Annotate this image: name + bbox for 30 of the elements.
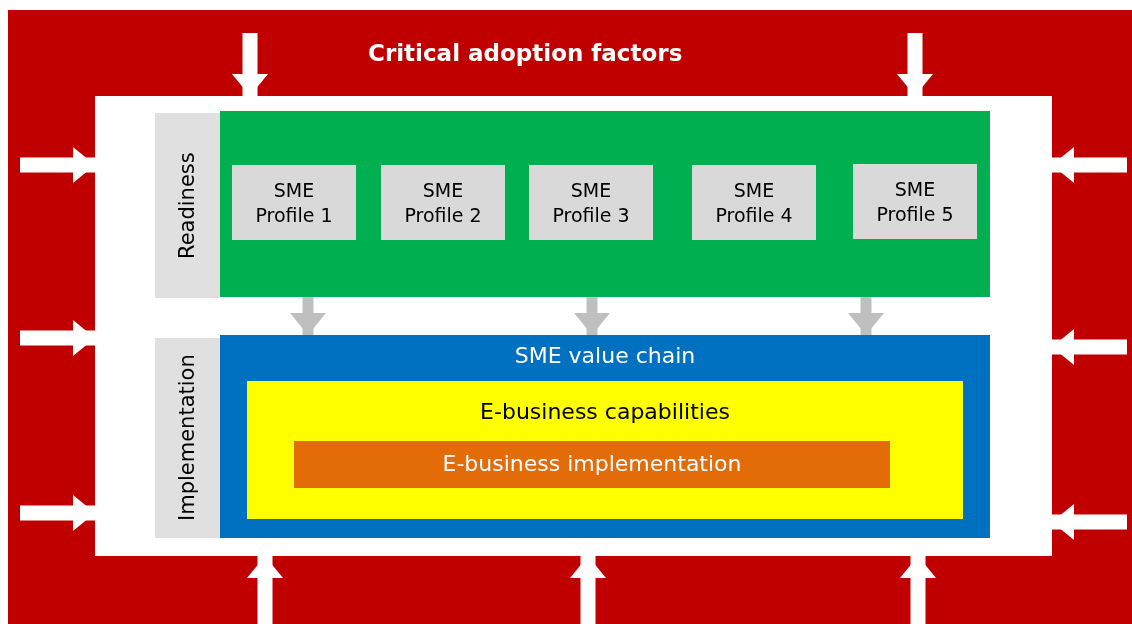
- arrow: [290, 297, 326, 335]
- arrow: [570, 556, 606, 624]
- arrow: [1052, 329, 1127, 365]
- panel-heading: SME value chain: [513, 343, 697, 368]
- heading: Critical adoption factors: [368, 40, 683, 66]
- arrow: [1052, 147, 1127, 183]
- background-panel: [8, 10, 1132, 624]
- implementation-bar: E-business implementation: [294, 441, 890, 488]
- side-label: Implementation: [155, 338, 220, 538]
- arrow: [1052, 504, 1127, 540]
- arrow: [20, 495, 95, 531]
- readiness-panel: [220, 111, 990, 297]
- arrow: [247, 556, 283, 624]
- profile-box: SME Profile 3: [529, 165, 653, 240]
- profile-box: SME Profile 5: [853, 164, 977, 239]
- arrow: [900, 556, 936, 624]
- profile-box: SME Profile 1: [232, 165, 356, 240]
- value-chain-panel: [220, 335, 990, 538]
- side-label: Readiness: [155, 113, 220, 298]
- profile-box: SME Profile 4: [692, 165, 816, 240]
- arrow: [20, 147, 95, 183]
- arrow: [848, 297, 884, 335]
- inner-panel: [95, 96, 1052, 556]
- profile-box: SME Profile 2: [381, 165, 505, 240]
- arrow: [574, 297, 610, 335]
- panel-heading: E-business capabilities: [479, 399, 731, 424]
- arrow: [20, 320, 95, 356]
- capabilities-panel: [247, 381, 963, 519]
- arrow: [232, 33, 268, 96]
- arrow: [897, 33, 933, 96]
